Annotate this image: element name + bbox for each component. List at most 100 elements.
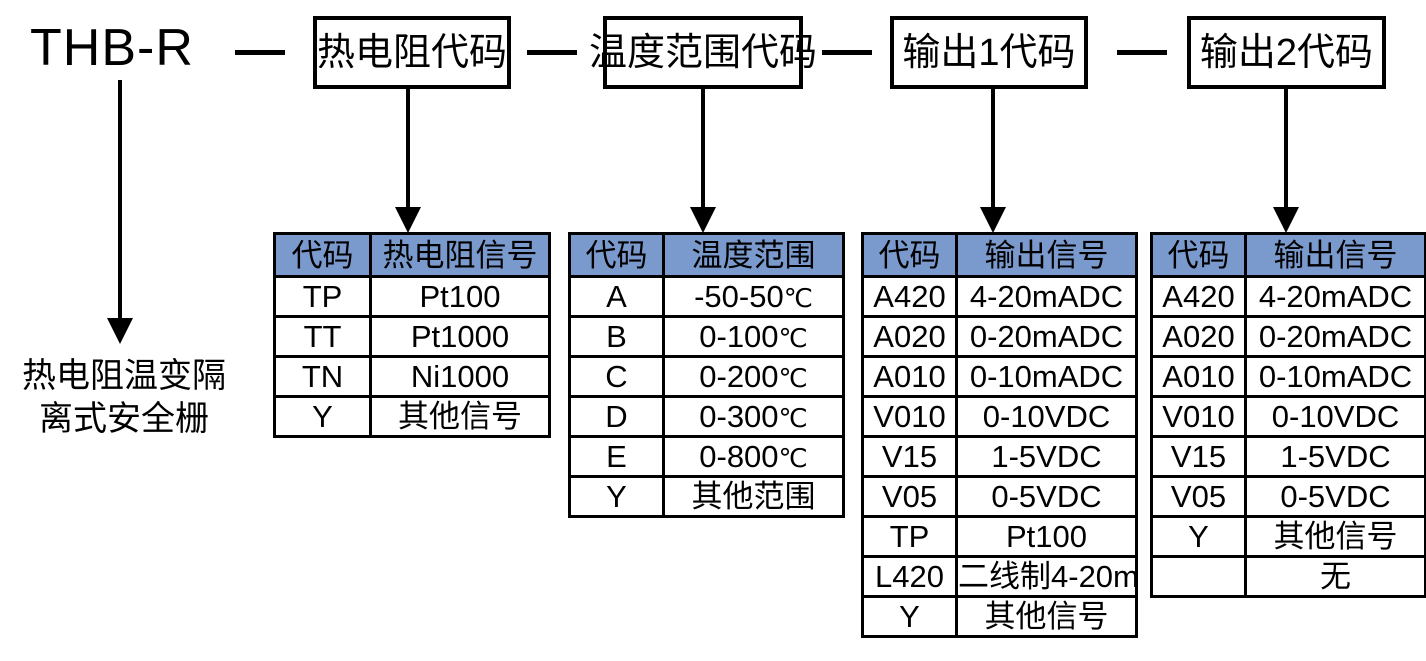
connector-arrow-output2 [1273,207,1299,233]
table-cell-code: TP [273,275,372,318]
table-cell-code: L420 [861,555,958,598]
connector-arrow-temperature [690,207,716,233]
table-cell-code: TT [273,315,372,358]
table-header-cell: 热电阻信号 [369,232,551,278]
table-header-row: 代码 温度范围 [568,232,845,278]
code-box-resistance[interactable]: 热电阻代码 [313,16,511,89]
table-header-cell: 代码 [273,232,372,278]
code-box-output2[interactable]: 输出2代码 [1187,16,1386,89]
degree-celsius-unit: ℃ [783,283,813,313]
table-cell-value: 1-5VDC [955,435,1138,478]
separator-dash-1 [235,50,285,55]
connector-arrow-product [107,318,133,344]
model-prefix: THB-R [30,19,194,77]
table-header-cell: 代码 [568,232,665,278]
table-cell-code: Y [1150,515,1247,558]
table-header-cell: 代码 [861,232,958,278]
table-cell-code: A020 [1150,315,1247,358]
table-cell-value: Ni1000 [369,355,551,398]
table-header-row: 代码 输出信号 [1150,232,1426,278]
table-cell-value: 无 [1244,555,1426,598]
connector-line-temperature [701,89,705,211]
code-box-temperature-range[interactable]: 温度范围代码 [589,16,817,89]
separator-dash-4 [1117,50,1167,55]
table-cell-code [1150,555,1247,598]
table-cell-code: A [568,275,665,318]
table-cell-value: 其他范围 [662,475,845,518]
table-cell-code: TP [861,515,958,558]
table-cell-value: 0-800℃ [662,435,845,478]
table-cell-code: V15 [1150,435,1247,478]
table-cell-value: 0-10VDC [955,395,1138,438]
table-cell-value: Pt100 [955,515,1138,558]
table-cell-code: D [568,395,665,438]
table-cell-value: 其他信号 [955,595,1138,638]
table-cell-value: 0-10mADC [955,355,1138,398]
separator-dash-3 [822,50,872,55]
connector-arrow-output1 [980,207,1006,233]
table-cell-code: Y [273,395,372,438]
table-cell-value: 0-200℃ [662,355,845,398]
table-cell-code: Y [568,475,665,518]
table-cell-value: 0-5VDC [955,475,1138,518]
table-cell-code: A010 [861,355,958,398]
table-cell-code: V15 [861,435,958,478]
table-cell-code: V05 [861,475,958,518]
table-cell-code: A010 [1150,355,1247,398]
table-cell-code: Y [861,595,958,638]
table-header-cell: 代码 [1150,232,1247,278]
code-box-label: 温度范围代码 [589,31,818,74]
table-cell-code: A020 [861,315,958,358]
code-box-output1[interactable]: 输出1代码 [890,16,1088,89]
connector-arrow-resistance [395,207,421,233]
table-cell-value: 0-5VDC [1244,475,1426,518]
table-cell-value: 4-20mADC [1244,275,1426,318]
table-header-cell: 温度范围 [662,232,845,278]
table-cell-code: A420 [861,275,958,318]
table-cell-value: 其他信号 [369,395,551,438]
connector-line-resistance [406,89,410,211]
product-caption: 热电阻温变隔 离式安全栅 [0,355,248,440]
table-cell-value: 0-300℃ [662,395,845,438]
connector-line-output2 [1284,89,1288,211]
table-row: 无 [1150,555,1426,598]
table-cell-code: TN [273,355,372,398]
degree-celsius-unit: ℃ [778,363,808,393]
table-cell-code: C [568,355,665,398]
table-header-row: 代码 输出信号 [861,232,1138,278]
code-box-label: 输出1代码 [902,31,1076,74]
table-cell-code: E [568,435,665,478]
table-cell-value: 二线制4-20mA [955,555,1138,598]
code-box-label: 热电阻代码 [317,31,508,74]
table-header-cell: 输出信号 [1244,232,1426,278]
table-cell-value: Pt100 [369,275,551,318]
table-cell-value: 4-20mADC [955,275,1138,318]
product-caption-line2: 离式安全栅 [39,399,209,438]
